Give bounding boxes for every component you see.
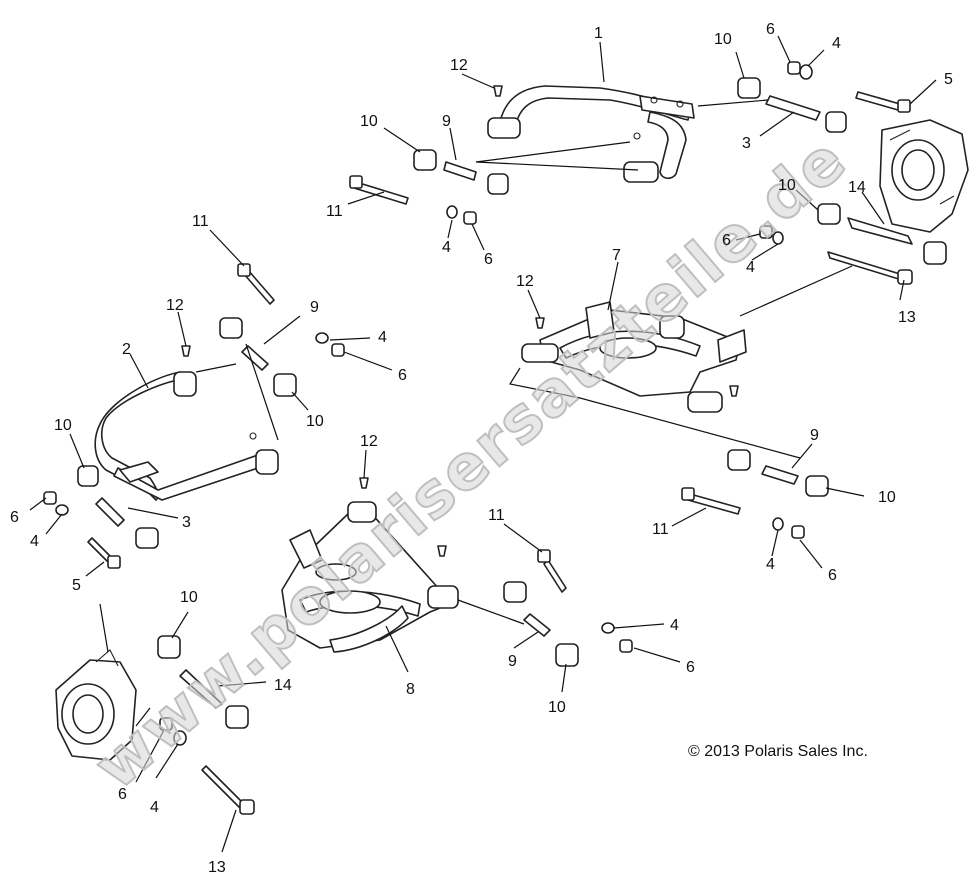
callout-12: 12 (516, 273, 534, 290)
callout-3: 3 (742, 135, 751, 152)
upper-a-arm-part-1 (487, 85, 695, 183)
callout-11: 11 (488, 507, 505, 524)
callout-4: 4 (150, 799, 159, 816)
callout-4: 4 (832, 35, 841, 52)
callout-4: 4 (766, 556, 775, 573)
callout-11: 11 (326, 203, 343, 220)
callout-11: 11 (192, 213, 209, 230)
callout-4: 4 (746, 259, 755, 276)
callout-9: 9 (310, 299, 319, 316)
callout-6: 6 (828, 567, 837, 584)
callout-12: 12 (360, 433, 378, 450)
callout-4: 4 (670, 617, 679, 634)
callout-11: 11 (652, 521, 669, 538)
callout-10: 10 (548, 699, 566, 716)
callout-9: 9 (508, 653, 517, 670)
callout-10: 10 (306, 413, 324, 430)
callout-6: 6 (484, 251, 493, 268)
callout-10: 10 (54, 417, 72, 434)
parts-illustrations (43, 61, 969, 815)
callout-5: 5 (944, 71, 953, 88)
callout-6: 6 (766, 21, 775, 38)
knuckle-left (55, 649, 137, 761)
callout-7: 7 (612, 247, 621, 264)
bolts-part-5 (87, 91, 911, 569)
callout-3: 3 (182, 514, 191, 531)
callout-10: 10 (878, 489, 896, 506)
callout-9: 9 (810, 427, 819, 444)
callout-10: 10 (778, 177, 796, 194)
long-bolts-part-13 (201, 251, 913, 815)
sleeves-part-3 (95, 95, 821, 527)
callout-12: 12 (450, 57, 468, 74)
callout-14: 14 (274, 677, 292, 694)
callout-4: 4 (442, 239, 451, 256)
bushings-part-10 (77, 77, 947, 729)
callout-13: 13 (208, 859, 226, 876)
callout-5: 5 (72, 577, 81, 594)
callout-6: 6 (722, 232, 731, 249)
callout-10: 10 (714, 31, 732, 48)
callout-6: 6 (398, 367, 407, 384)
callout-6: 6 (686, 659, 695, 676)
callout-13: 13 (898, 309, 916, 326)
callout-6: 6 (118, 786, 127, 803)
lower-a-arm-part-8 (281, 501, 459, 653)
nuts-part-6 (43, 61, 805, 731)
sleeves-part-9 (241, 161, 799, 637)
lower-a-arm-part-7 (521, 301, 747, 413)
callout-10: 10 (180, 589, 198, 606)
callout-4: 4 (378, 329, 387, 346)
callout-2: 2 (122, 341, 131, 358)
callout-8: 8 (406, 681, 415, 698)
copyright-notice: © 2013 Polaris Sales Inc. (688, 743, 868, 760)
callout-14: 14 (848, 179, 866, 196)
pivot-shafts-part-14 (179, 217, 913, 709)
callout-12: 12 (166, 297, 184, 314)
knuckle-right (879, 119, 969, 233)
callout-9: 9 (442, 113, 451, 130)
callout-labels: 1 2 3 3 4 4 4 4 4 4 4 4 5 5 6 6 6 6 6 6 … (10, 21, 953, 876)
callout-6: 6 (10, 509, 19, 526)
callout-1: 1 (594, 25, 603, 42)
leader-lines (29, 35, 937, 853)
callout-4: 4 (30, 533, 39, 550)
grease-fittings-part-12 (181, 85, 739, 557)
upper-a-arm-part-2 (94, 371, 279, 501)
callout-10: 10 (360, 113, 378, 130)
